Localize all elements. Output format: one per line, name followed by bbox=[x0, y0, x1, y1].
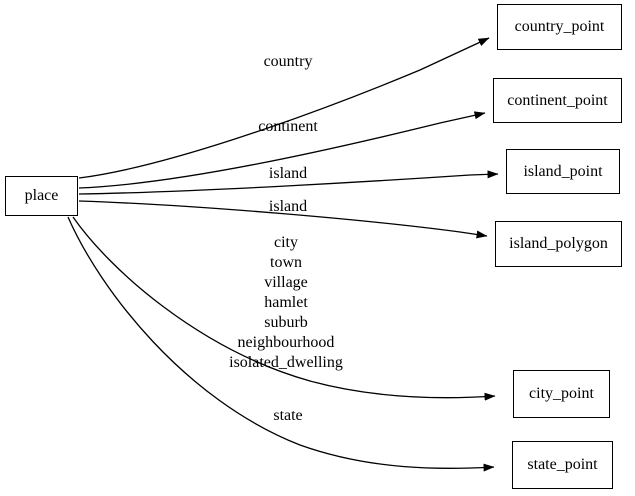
edge-label-line: suburb bbox=[264, 314, 308, 331]
edge-label-line: village bbox=[264, 274, 308, 291]
node-label: island_point bbox=[523, 162, 603, 180]
node-label: state_point bbox=[527, 456, 598, 473]
node-island_point[interactable]: island_point bbox=[506, 149, 620, 194]
edge-label-continent_point: continent bbox=[258, 117, 318, 137]
edge-label-island_point: island bbox=[269, 164, 307, 184]
node-place[interactable]: place bbox=[5, 176, 78, 216]
edge-label-line: country bbox=[263, 53, 313, 70]
edge-label-state_point: state bbox=[273, 406, 302, 426]
node-state_point[interactable]: state_point bbox=[512, 441, 613, 489]
node-country_point[interactable]: country_point bbox=[497, 4, 622, 50]
edge-label-city_point: city town village hamlet suburb neighbourhood… bbox=[229, 233, 343, 373]
node-label: country_point bbox=[514, 18, 605, 35]
edge-label-line: town bbox=[269, 254, 302, 271]
edge-label-line: island bbox=[268, 165, 308, 182]
edge-label-line: island bbox=[268, 198, 308, 215]
edge-label-line: isolated_dwelling bbox=[229, 354, 343, 371]
edge-place-to-island_polygon bbox=[78, 200, 488, 239]
edge-label-line: state bbox=[273, 407, 303, 424]
node-label: city_point bbox=[529, 385, 594, 402]
edge-label-island_polygon: island bbox=[269, 197, 307, 217]
node-city_point[interactable]: city_point bbox=[513, 370, 610, 418]
node-label: continent_point bbox=[507, 91, 608, 109]
edge-path-group bbox=[67, 37, 499, 472]
node-label: place bbox=[24, 187, 59, 204]
edge-place-to-country_point bbox=[78, 37, 490, 179]
edge-label-line: continent bbox=[258, 118, 318, 135]
edge-place-to-island_point bbox=[78, 170, 499, 195]
edge-label-line: city bbox=[273, 234, 298, 251]
node-island_polygon[interactable]: island_polygon bbox=[495, 221, 622, 267]
node-label: island_polygon bbox=[509, 235, 608, 252]
edge-place-to-city_point bbox=[72, 216, 496, 401]
edge-place-to-state_point bbox=[67, 216, 495, 472]
edge-label-line: hamlet bbox=[264, 294, 308, 311]
edge-label-country_point: country bbox=[264, 52, 313, 72]
edge-label-line: neighbourhood bbox=[237, 334, 335, 351]
node-continent_point[interactable]: continent_point bbox=[493, 78, 622, 123]
edge-place-to-continent_point bbox=[78, 111, 486, 189]
